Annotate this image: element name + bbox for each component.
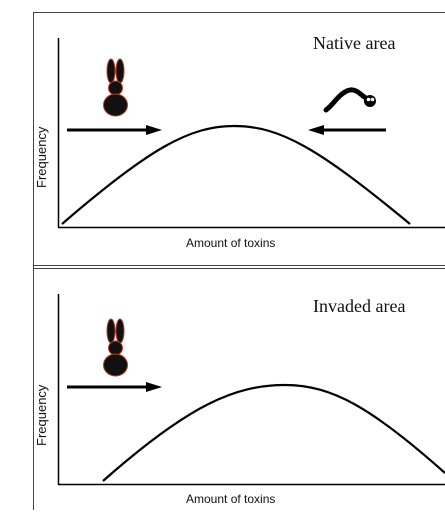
frame-top-border (33, 12, 445, 13)
x-axis-label-invaded: Amount of toxins (186, 492, 276, 506)
panel-invaded-area: Invaded area Frequency Amount of toxins (0, 268, 445, 522)
frequency-curve-invaded (102, 383, 445, 482)
arrow-right-native (67, 125, 162, 135)
invaded-area-graphic (57, 294, 445, 486)
caterpillar-icon (323, 87, 376, 113)
panel-title-native: Native area (313, 33, 396, 53)
native-area-graphic (57, 38, 445, 229)
frequency-curve-native (61, 124, 411, 225)
rabbit-icon (103, 318, 128, 377)
panel-native-area: Native area Frequency Amount of toxins (34, 33, 445, 250)
panel-divider (33, 265, 445, 269)
panel-title-invaded: Invaded area (313, 296, 406, 316)
x-axis-label-native: Amount of toxins (186, 236, 276, 250)
arrow-right-invaded (67, 382, 162, 392)
rabbit-icon (103, 58, 128, 117)
arrow-left-native (308, 125, 386, 135)
frame-left-border (33, 12, 34, 510)
